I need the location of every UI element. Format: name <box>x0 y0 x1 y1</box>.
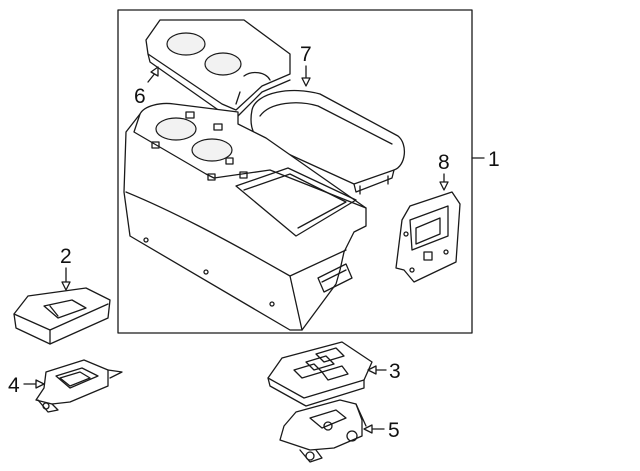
arrowhead-3 <box>367 365 377 375</box>
arrowhead-6 <box>150 66 159 77</box>
callout-7: 7 <box>300 43 312 66</box>
arrowhead-4 <box>35 379 45 389</box>
callout-3: 3 <box>389 360 401 383</box>
leader-lines <box>23 65 485 434</box>
callout-2: 2 <box>60 245 72 268</box>
callout-4: 4 <box>8 374 20 397</box>
assembly-frame <box>117 9 473 334</box>
callout-5: 5 <box>388 419 400 442</box>
callout-6: 6 <box>134 85 146 108</box>
part-5-panel-bracket[interactable] <box>279 399 367 463</box>
callout-labels: 1 2 3 4 5 6 7 8 <box>8 43 500 442</box>
part-3-switch-panel[interactable] <box>267 341 373 407</box>
part-6-cupholder-cover[interactable] <box>145 19 291 117</box>
callout-1: 1 <box>488 148 500 171</box>
arrowhead-5 <box>363 424 373 434</box>
arrowhead-8 <box>439 181 449 191</box>
part-4-switch-bracket[interactable] <box>35 359 123 413</box>
callout-8: 8 <box>438 151 450 174</box>
part-2-switch-bezel[interactable] <box>13 287 111 345</box>
part-8-bracket[interactable] <box>395 191 461 283</box>
part-7-armrest-lid[interactable] <box>250 89 405 195</box>
part-1-console-body[interactable] <box>123 102 367 331</box>
arrowhead-2 <box>61 281 71 291</box>
arrowhead-7 <box>301 77 311 87</box>
